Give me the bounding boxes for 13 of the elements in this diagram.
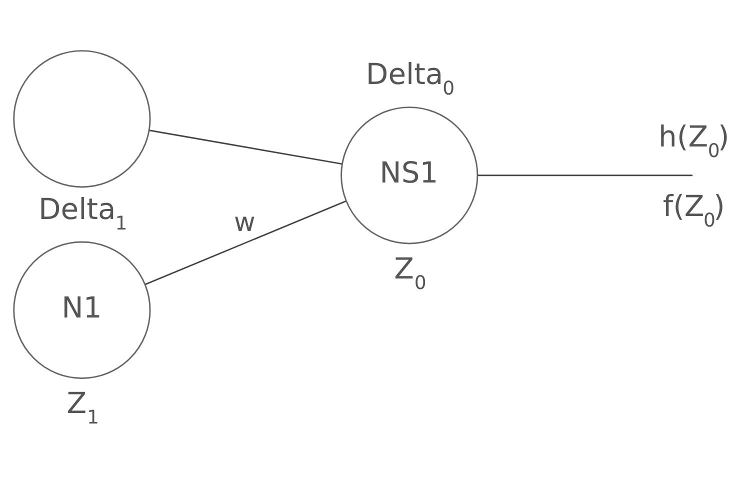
label: h(Z$_{0}$) [658,119,730,162]
node-circle [13,50,151,188]
node-label: Delta$_{1}$ [38,192,128,234]
node-label: Z$_{1}$ [66,386,99,428]
label: f(Z$_{0}$) [662,188,725,232]
edge-label: w [234,208,256,238]
connector [144,200,346,286]
node-circle: N1 [13,241,151,379]
node-circle: NS1 [340,106,478,244]
connector [478,174,692,176]
node-label: Z$_{0}$ [394,251,426,294]
node-label: Delta$_{0}$ [366,57,455,100]
connector [149,130,342,165]
